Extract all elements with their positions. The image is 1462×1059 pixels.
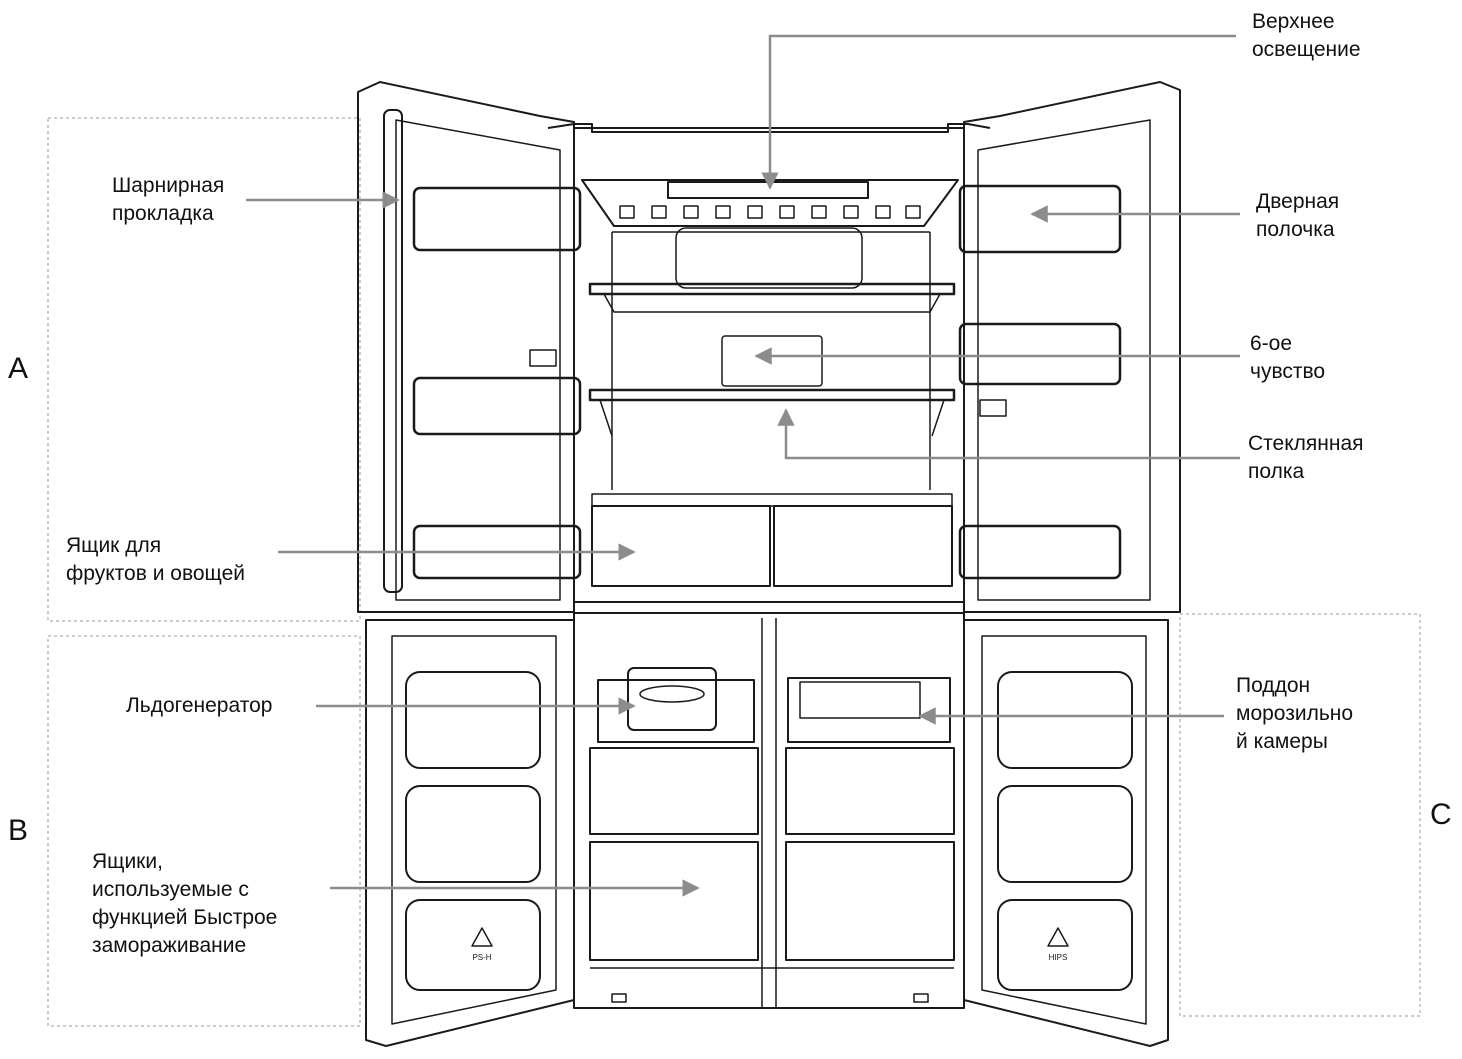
section-label-c: C <box>1430 798 1452 831</box>
arrow-glass-shelf <box>777 408 1240 460</box>
right-door-bin-1 <box>958 184 1122 254</box>
lower-left-panel-2 <box>405 785 541 883</box>
lower-right-door-inner <box>981 635 1147 1025</box>
leader-arrows <box>246 34 1240 897</box>
door-mark-left: PS-H <box>472 953 491 962</box>
lower-cabinet <box>573 612 965 1009</box>
section-a-box <box>47 117 361 622</box>
recycle-icon-left <box>471 927 493 947</box>
right-door-bin-3 <box>958 524 1122 580</box>
freezer-drawer-4 <box>785 841 955 961</box>
upper-right-door-inner <box>977 119 1151 601</box>
rear-panel <box>675 227 863 289</box>
label-freezer-tray: Поддон морозильно й камеры <box>1236 674 1354 753</box>
upper-right-door <box>963 81 1181 613</box>
vent-slots <box>619 205 921 219</box>
sixth-sense-sensor <box>721 335 823 387</box>
right-door-latch <box>979 399 1007 417</box>
lower-left-panel-3 <box>405 899 541 991</box>
foot-right <box>913 993 929 1003</box>
lower-right-door <box>963 619 1169 1047</box>
label-crisper: Ящик для фруктов и овощей <box>66 534 245 585</box>
label-glass-shelf: Стеклянная полка <box>1248 432 1364 483</box>
foot-left <box>611 993 627 1003</box>
upper-left-door <box>357 81 575 613</box>
arrow-top-light <box>761 34 1236 190</box>
right-door-bin-2 <box>958 322 1122 386</box>
recycle-icon-right <box>1047 927 1069 947</box>
lower-right-panel-1 <box>997 671 1133 769</box>
section-label-b: B <box>8 814 29 847</box>
fridge-body <box>357 81 1181 1047</box>
glass-shelf-upper <box>588 282 956 296</box>
door-mark-right: HIPS <box>1049 953 1068 962</box>
upper-left-door-inner <box>395 119 561 601</box>
glass-shelf-lower <box>588 388 956 402</box>
label-hinge-gasket: Шарнирная прокладка <box>112 174 225 225</box>
section-c-box <box>1179 613 1421 1017</box>
freezer-tray-inner <box>799 681 921 719</box>
section-boxes <box>47 117 1421 1027</box>
top-light-panel <box>667 181 869 199</box>
left-door-latch <box>529 349 557 367</box>
ice-maker-bin <box>639 685 705 703</box>
crisper-left <box>591 505 771 587</box>
left-door-bin-1 <box>412 186 582 252</box>
label-ice-maker: Льдогенератор <box>126 694 273 717</box>
label-door-shelf: Дверная полочка <box>1256 190 1340 241</box>
label-sixth-sense: 6-ое чувство <box>1250 332 1326 383</box>
top-light-housing <box>581 179 959 227</box>
freezer-tray <box>787 677 951 743</box>
ice-maker <box>627 667 717 731</box>
lower-right-panel-2 <box>997 785 1133 883</box>
hinge-gasket <box>383 109 403 593</box>
shelf-upper-support <box>603 293 941 313</box>
lower-right-panel-3 <box>997 899 1133 991</box>
lower-left-panel-1 <box>405 671 541 769</box>
shelf-lower-support <box>599 399 945 437</box>
lower-left-door <box>365 619 575 1047</box>
lower-left-door-inner <box>391 635 557 1025</box>
ice-maker-tray <box>597 679 755 743</box>
section-b-box <box>47 635 361 1027</box>
freezer-drawer-1 <box>589 747 759 835</box>
freezer-drawer-3 <box>589 841 759 961</box>
label-top-light: Верхнее освещение <box>1252 10 1361 61</box>
crisper-right <box>773 505 953 587</box>
inner-back-wall <box>611 231 931 490</box>
label-quick-freeze-drawers: Ящики, используемые с функцией Быстрое з… <box>92 850 278 957</box>
crisper-cover <box>591 493 953 507</box>
freezer-drawer-2 <box>785 747 955 835</box>
left-door-bin-2 <box>412 376 582 436</box>
section-label-a: A <box>8 352 29 385</box>
